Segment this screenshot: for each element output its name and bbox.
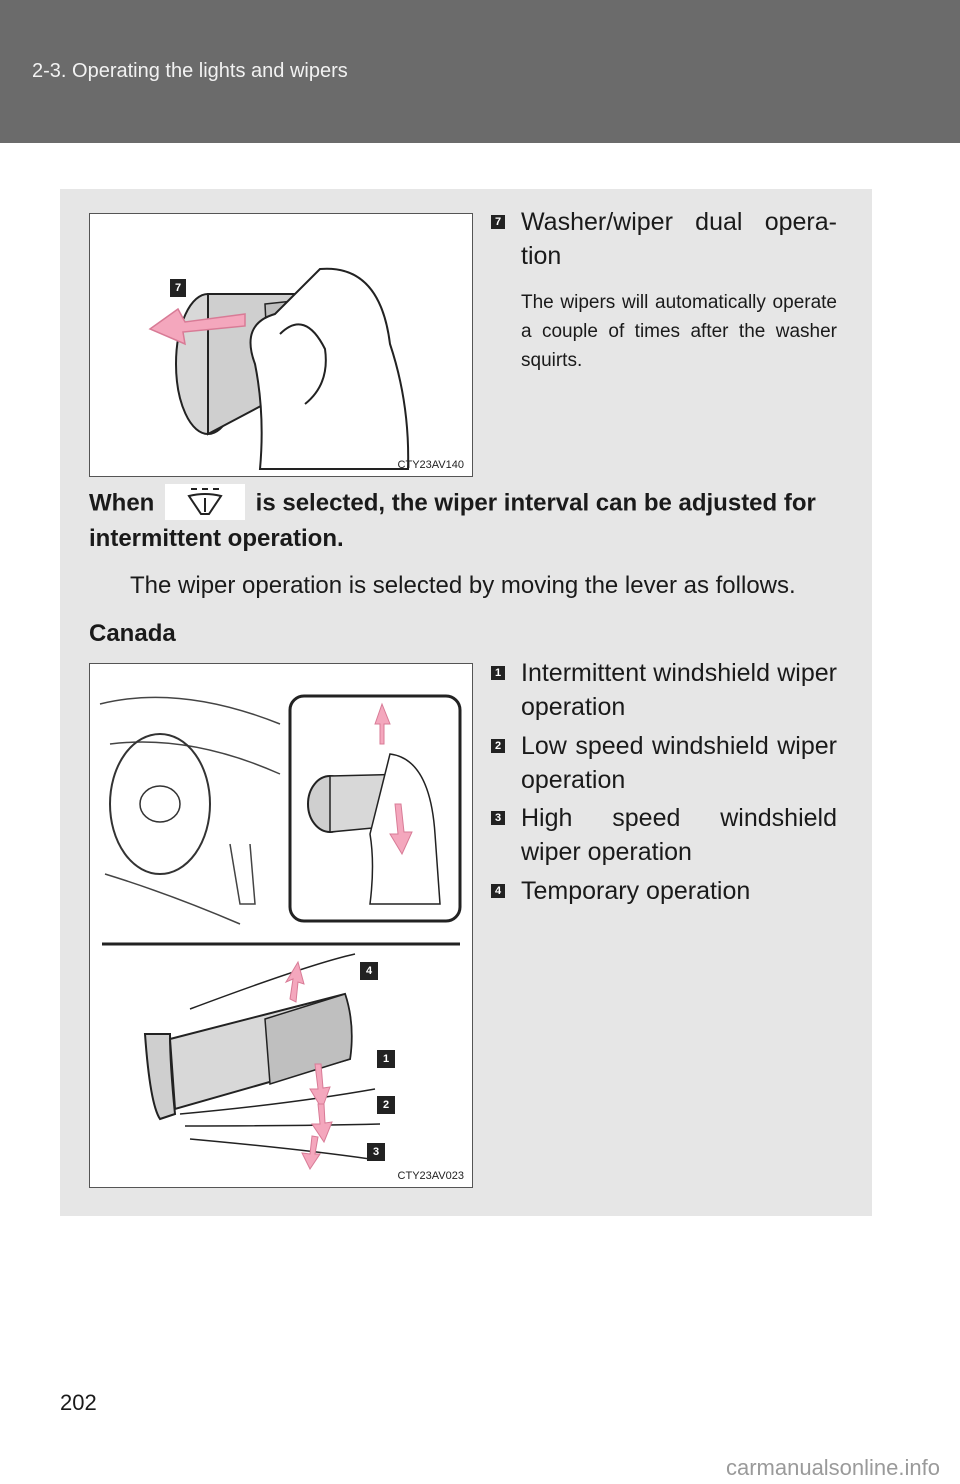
step-4: 4 Temporary operation — [491, 874, 837, 908]
step-number-badge: 7 — [491, 215, 505, 229]
step-number-badge: 3 — [491, 811, 505, 825]
marker-2: 2 — [382, 1099, 390, 1111]
step-number-badge: 4 — [491, 884, 505, 898]
step-number-badge: 2 — [491, 739, 505, 753]
marker-1: 1 — [382, 1053, 390, 1065]
step-3: 3 High speed windshield wiper operation — [491, 801, 837, 869]
step-label: High speed windshield wiper operation — [521, 804, 837, 866]
figure-wiper-lever: 4 1 2 3 CTY23AV023 — [89, 663, 473, 1188]
step-label: Low speed windshield wiper operation — [521, 732, 837, 794]
wiper-lever-illustration — [99, 694, 462, 1170]
statement-tail: is selected, the wiper interval can be a… — [89, 489, 816, 552]
step-number-badge: 1 — [491, 666, 505, 680]
washer-lever-illustration — [148, 267, 410, 470]
section-title: 2-3. Operating the lights and wipers — [32, 60, 348, 82]
figure-code: CTY23AV023 — [397, 1170, 464, 1182]
instruction-text: The wiper operation is selected by movin… — [130, 572, 796, 599]
step-1: 1 Intermittent windshield wiper operatio… — [491, 656, 837, 724]
page-header: 2-3. Operating the lights and wipers — [0, 0, 960, 143]
statement-lead: When — [89, 489, 155, 517]
marker-7: 7 — [174, 282, 182, 294]
step-7-title: Washer/wiper dual opera-tion — [521, 208, 837, 270]
step-7-note: The wipers will automatically operate a … — [521, 292, 837, 371]
step-label: Temporary operation — [521, 877, 751, 905]
watermark: carmanualsonline.info — [725, 1455, 940, 1480]
marker-3: 3 — [372, 1146, 380, 1158]
page-number: 202 — [60, 1390, 97, 1415]
intermittent-wiper-icon — [165, 484, 245, 520]
step-2: 2 Low speed windshield wiper operation — [491, 729, 837, 797]
step-7: 7 Washer/wiper dual opera-tion — [491, 205, 837, 273]
figure-code: CTY23AV140 — [397, 459, 464, 471]
intermittent-statement: When is selected, the wiper interval can… — [89, 484, 839, 556]
marker-4: 4 — [365, 965, 373, 977]
region-heading: Canada — [89, 620, 176, 647]
step-label: Intermittent windshield wiper operation — [521, 659, 837, 721]
figure-washer-lever: 7 CTY23AV140 — [89, 213, 473, 477]
